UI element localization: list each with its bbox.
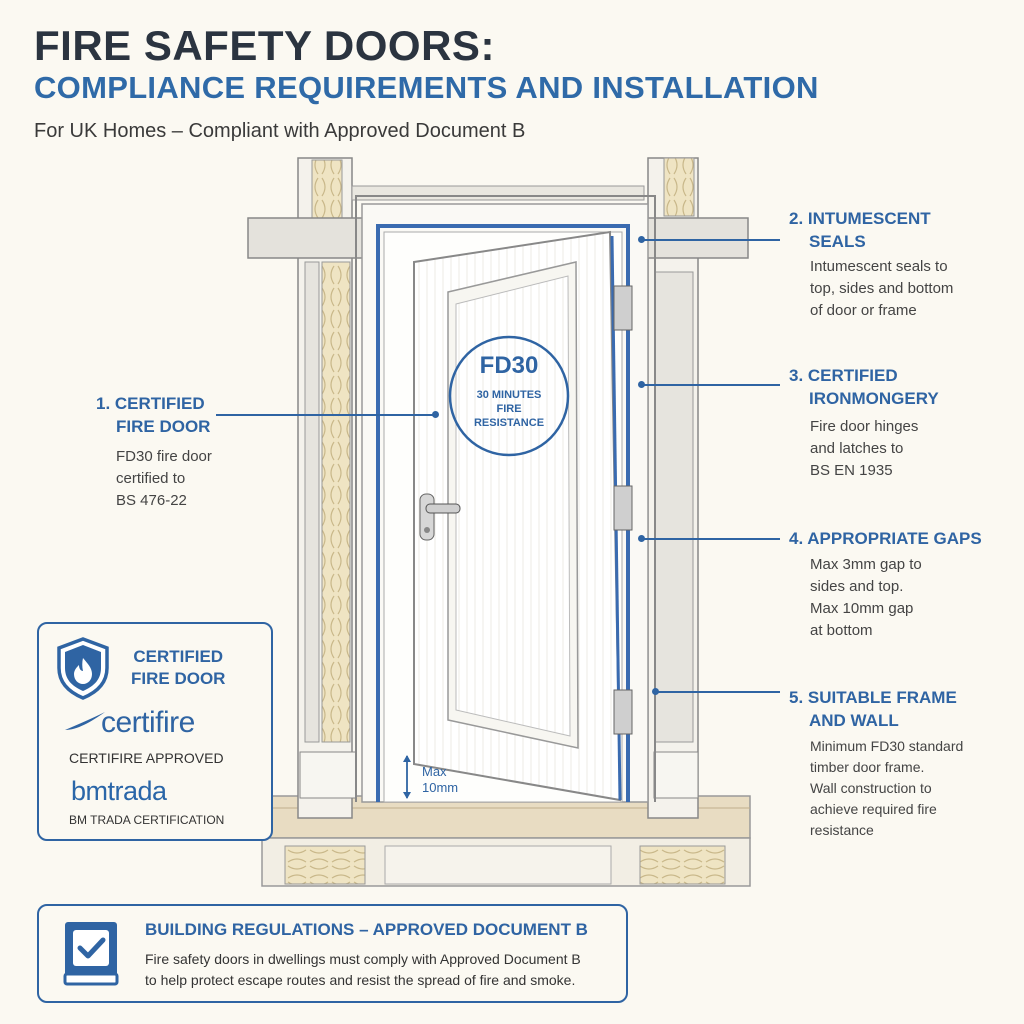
callout-1-dot [432,411,439,418]
regulations-text: Fire safety doors in dwellings must comp… [145,951,581,988]
fd30-line2: FIRE [496,403,522,415]
hinge-bottom [613,689,633,735]
callout-5-leader [656,691,780,693]
callout-1-leader [216,414,436,416]
callout-4-dot [638,535,645,542]
page-tagline: For UK Homes – Compliant with Approved D… [34,120,526,142]
fd30-rating: FD30 [479,352,539,379]
callout-5-title: 5. SUITABLE FRAME AND WALL [789,688,957,730]
hinge-top [613,285,633,331]
callout-3-dot [638,381,645,388]
page-subtitle: COMPLIANCE REQUIREMENTS AND INSTALLATION [34,70,819,105]
callout-3-leader [642,384,780,386]
regulations-title: BUILDING REGULATIONS – APPROVED DOCUMENT… [145,920,588,939]
callout-2-leader [642,239,780,241]
cert-title: CERTIFIED FIRE DOOR [131,647,226,688]
fd30-badge [448,335,570,457]
hinge-middle [613,485,633,531]
callout-3-title: 3. CERTIFIED IRONMONGERY [789,366,939,408]
door-frame [355,195,656,802]
certification-box: CERTIFIED FIRE DOOR certifire CERTIFIRE … [37,622,273,841]
certifire-logo: certifire [101,706,195,739]
callout-4-title: 4. APPROPRIATE GAPS [789,529,982,548]
certifire-caption: CERTIFIRE APPROVED [69,750,224,766]
page-title: FIRE SAFETY DOORS: [34,22,495,69]
gap-label-line1: Max [422,764,447,779]
callout-2-title: 2. INTUMESCENT SEALS [789,209,931,251]
regulations-box: BUILDING REGULATIONS – APPROVED DOCUMENT… [37,904,628,1003]
callout-1-title: 1. CERTIFIED FIRE DOOR [96,394,211,436]
callout-4-leader [642,538,780,540]
book-check-icon [63,922,119,986]
shield-flame-icon [57,637,109,700]
callout-5-dot [652,688,659,695]
gap-label-line2: 10mm [422,780,459,795]
fd30-line3: RESISTANCE [473,417,545,429]
fd30-line1: 30 MINUTES [476,389,542,401]
bmtrada-caption: BM TRADA CERTIFICATION [69,813,225,827]
door-handle-plate [419,493,435,541]
bmtrada-logo: bmtrada [71,776,167,806]
callout-2-dot [638,236,645,243]
